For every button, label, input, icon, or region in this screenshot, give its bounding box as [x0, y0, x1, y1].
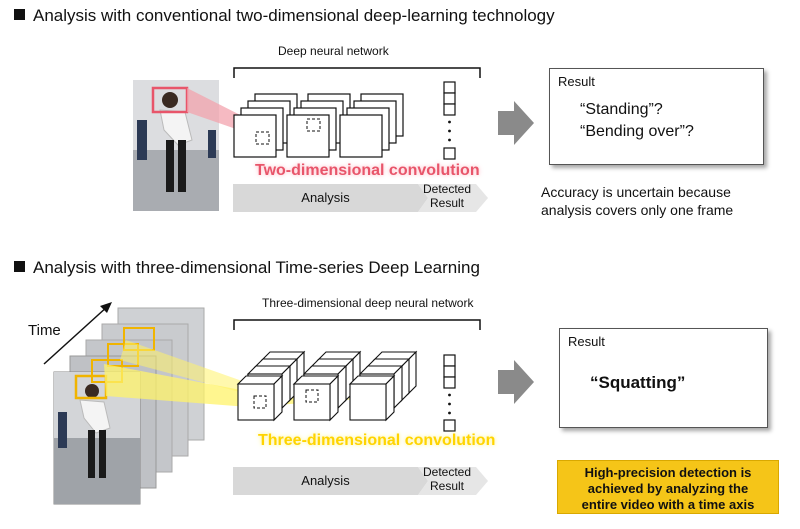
detected-label-3d-line1: Detected [422, 465, 472, 479]
analysis-band-2d [233, 184, 428, 212]
detected-label-2d-line2: Result [429, 196, 464, 210]
convolution-2d-label: Two-dimensional convolution [255, 162, 480, 179]
result-box-2d: Result “Standing”? “Bending over”? [549, 68, 764, 165]
time-arrow-head-icon [100, 302, 112, 313]
dnn-label: Deep neural network [278, 44, 389, 58]
cube-stack-3d-1 [236, 350, 306, 422]
analysis-band-3d [233, 467, 428, 495]
detected-label-3d-line2: Result [429, 479, 464, 493]
output-vector-3d [443, 354, 456, 432]
analysis-label-3d: Analysis [301, 473, 350, 488]
time-axis-line [43, 305, 109, 365]
cube-stack-3d-2 [292, 350, 362, 422]
result-text-2d: “Standing”? “Bending over”? [580, 99, 694, 143]
cube-stack-3d-3 [348, 350, 418, 422]
network-bracket-3d [233, 319, 481, 330]
bullet-square-icon [14, 9, 25, 20]
detected-band-3d [418, 467, 488, 495]
kernel-2d-1 [255, 131, 270, 145]
layer-stack-2d-3 [339, 93, 404, 158]
accuracy-note-line2: analysis covers only one frame [541, 202, 734, 218]
section2-heading-text: Analysis with three-dimensional Time-ser… [33, 258, 480, 277]
banner-line3: entire video with a time axis [581, 497, 755, 512]
beam-3d-2 [120, 340, 262, 398]
beam-3d-1 [104, 364, 262, 408]
section1-heading-text: Analysis with conventional two-dimension… [33, 6, 555, 25]
analysis-label-2d: Analysis [301, 190, 350, 205]
result-line2-2d: “Bending over”? [580, 123, 694, 140]
arrow-right-icon-2d [498, 101, 534, 145]
network-bracket-2d [233, 67, 481, 78]
result-title-2d: Result [558, 74, 595, 89]
precision-banner: High-precision detection is achieved by … [557, 460, 779, 514]
arrow-right-icon-3d [498, 360, 534, 404]
ellipsis-dots-2d [448, 120, 451, 142]
detected-band-2d [418, 184, 488, 212]
result-value-3d: “Squatting” [590, 373, 686, 392]
section2-heading: Analysis with three-dimensional Time-ser… [14, 258, 480, 278]
result-title-3d: Result [568, 334, 605, 349]
detected-label-3d: Detected Result [414, 465, 480, 493]
result-line1-2d: “Standing”? [580, 101, 663, 118]
banner-line1: High-precision detection is [584, 465, 752, 480]
time-label: Time [28, 322, 61, 339]
ellipsis-dots-3d [448, 393, 451, 415]
section1-heading: Analysis with conventional two-dimension… [14, 6, 555, 26]
accuracy-note-line1: Accuracy is uncertain because [541, 184, 731, 200]
detected-label-2d-line1: Detected [422, 182, 472, 196]
output-vector-2d [443, 81, 456, 160]
convolution-3d-label: Three-dimensional convolution [258, 432, 496, 449]
result-box-3d: Result “Squatting” [559, 328, 768, 428]
bullet-square-icon [14, 261, 25, 272]
kernel-2d-2 [306, 118, 321, 132]
banner-line2: achieved by analyzing the [587, 481, 749, 496]
3d-dnn-label: Three-dimensional deep neural network [262, 296, 474, 310]
detected-label-2d: Detected Result [414, 182, 480, 210]
accuracy-note: Accuracy is uncertain because analysis c… [541, 183, 733, 219]
